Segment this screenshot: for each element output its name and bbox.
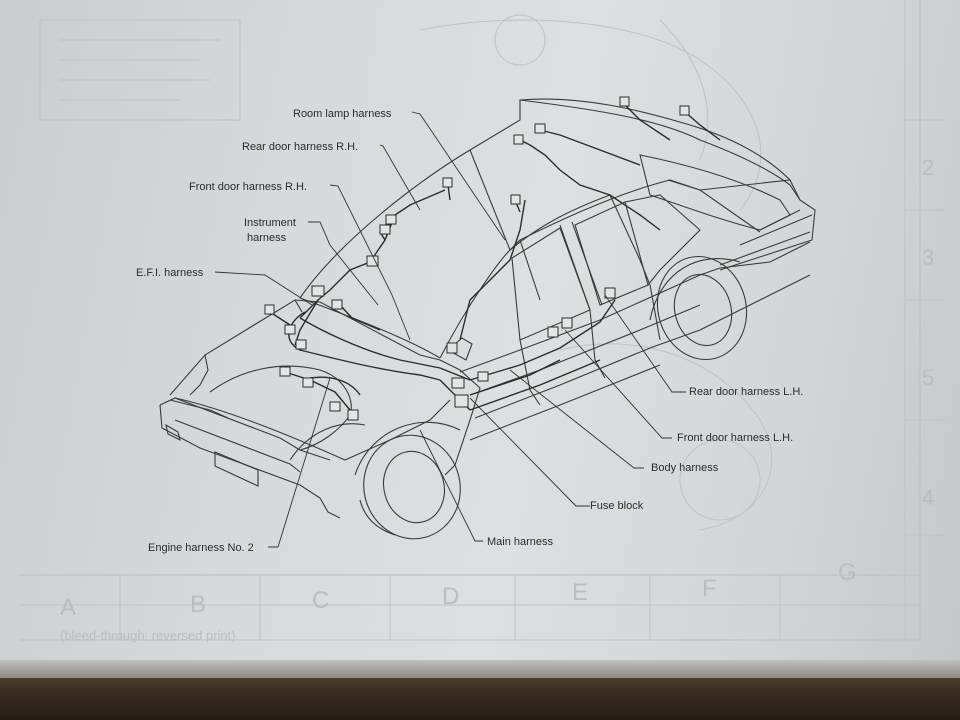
harness-labels: Room lamp harness Rear door harness R.H.… (136, 108, 803, 554)
label-fuse-block: Fuse block (590, 500, 644, 512)
grid-row-5: 5 (922, 365, 934, 390)
bleed-through-letters: A B C D E F G 2 3 5 4 (bleed-through: re… (60, 155, 934, 643)
label-main-harness: Main harness (487, 536, 554, 548)
label-body-harness: Body harness (651, 462, 719, 474)
grid-col-a: A (60, 594, 76, 621)
label-room-lamp-harness: Room lamp harness (293, 108, 392, 120)
grid-col-b: B (190, 591, 206, 618)
grid-col-g: G (838, 559, 857, 586)
label-engine-harness-no2: Engine harness No. 2 (148, 542, 254, 554)
grid-col-f: F (702, 575, 717, 602)
manual-page: A B C D E F G 2 3 5 4 (bleed-through: re… (0, 0, 960, 692)
bleed-text: (bleed-through: reversed print) (60, 628, 236, 643)
page-edge (0, 660, 960, 678)
label-efi-harness: E.F.I. harness (136, 267, 204, 279)
grid-row-4: 4 (922, 485, 934, 510)
label-rear-door-harness-rh: Rear door harness R.H. (242, 141, 358, 153)
label-front-door-harness-lh: Front door harness L.H. (677, 432, 793, 444)
label-front-door-harness-rh: Front door harness R.H. (189, 181, 307, 193)
connectors (264, 96, 690, 421)
label-instrument-harness-line2: harness (247, 232, 287, 244)
label-rear-door-harness-lh: Rear door harness L.H. (689, 386, 803, 398)
bleed-through-grid (20, 0, 945, 641)
grid-col-c: C (312, 587, 329, 614)
label-instrument-harness-line1: Instrument (244, 217, 296, 229)
wiring-diagram: A B C D E F G 2 3 5 4 (bleed-through: re… (20, 0, 945, 643)
leader-lines (214, 111, 686, 548)
grid-col-e: E (572, 579, 588, 606)
grid-row-2: 2 (922, 155, 934, 180)
desk-surface (0, 660, 960, 720)
grid-row-3: 3 (922, 245, 934, 270)
car-outline (159, 98, 816, 540)
grid-col-d: D (442, 583, 459, 610)
